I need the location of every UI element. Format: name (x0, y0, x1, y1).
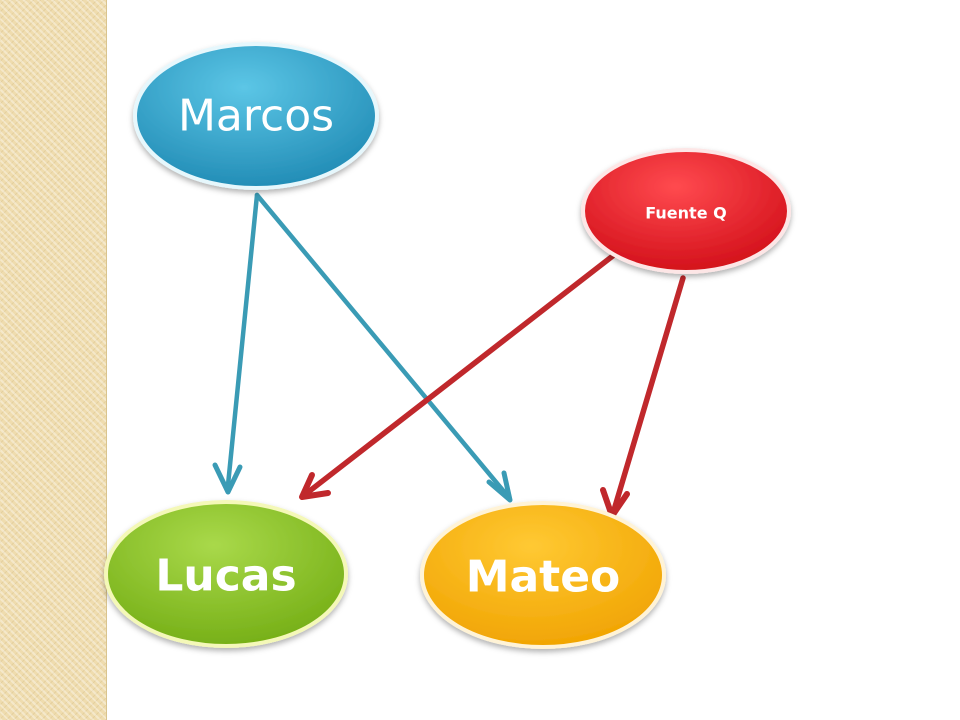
edge-fuente-q-to-mateo (600, 275, 686, 519)
decorative-side-band (0, 0, 107, 720)
node-fuente-q-label: Fuente Q (645, 204, 726, 223)
node-mateo: Mateo (420, 501, 666, 649)
node-marcos: Marcos (133, 42, 379, 190)
node-lucas: Lucas (104, 500, 348, 648)
node-lucas-label: Lucas (155, 551, 296, 602)
node-fuente-q: Fuente Q (581, 148, 791, 274)
edge-marcos-to-mateo (254, 192, 513, 503)
node-marcos-label: Marcos (178, 91, 334, 142)
edge-marcos-to-lucas (212, 192, 260, 495)
node-mateo-label: Mateo (466, 552, 621, 603)
edge-fuente-q-to-lucas (299, 252, 617, 500)
